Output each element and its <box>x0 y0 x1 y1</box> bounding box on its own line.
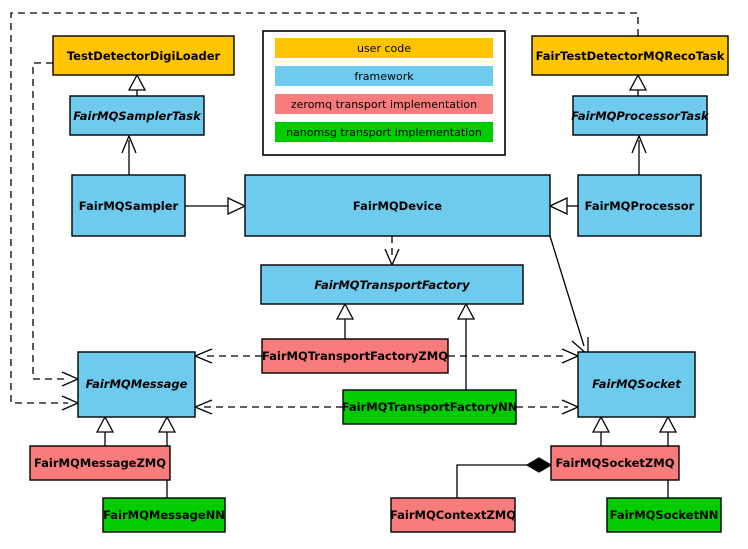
node-label: FairMQSampler <box>79 199 179 213</box>
edge-messagezmq-to-message <box>95 415 115 446</box>
edge-device-to-socket <box>549 235 589 357</box>
edge-processor-to-device <box>548 196 578 216</box>
node-label: FairMQSamplerTask <box>73 109 202 123</box>
legend-swatch-framework <box>275 66 493 86</box>
node-fairmqtransportfactoryzmq[interactable]: FairMQTransportFactoryZMQ <box>261 338 449 374</box>
edge-processor-to-processortask <box>631 134 647 175</box>
node-box[interactable] <box>342 389 517 425</box>
node-label: FairTestDetectorMQRecoTask <box>536 49 725 63</box>
node-box[interactable] <box>77 351 196 418</box>
node-box[interactable] <box>102 497 226 533</box>
node-fairmqdevice[interactable]: FairMQDevice <box>244 174 551 237</box>
edge-factoryzmq-to-factory <box>335 302 355 339</box>
node-label: FairMQSocketNN <box>610 508 719 522</box>
node-label: FairMQContextZMQ <box>390 508 516 522</box>
node-fairmqmessage[interactable]: FairMQMessage <box>77 351 196 418</box>
edge-socketzmq-owns-contextzmq <box>456 457 553 498</box>
node-fairmqsamplertask[interactable]: FairMQSamplerTask <box>69 95 205 136</box>
node-box[interactable] <box>52 35 235 76</box>
node-box[interactable] <box>577 351 696 418</box>
node-label: FairMQSocket <box>592 377 681 391</box>
node-fairmqtransportfactorynn[interactable]: FairMQTransportFactoryNN <box>342 389 518 425</box>
node-fairmqprocessortask[interactable]: FairMQProcessorTask <box>571 95 710 136</box>
legend-label: framework <box>354 70 414 83</box>
node-box[interactable] <box>71 174 186 237</box>
legend-item-nanomsg: nanomsg transport implementation <box>275 122 493 142</box>
node-fairtestdetectormqrecotask[interactable]: FairTestDetectorMQRecoTask <box>531 35 729 76</box>
node-label: FairMQMessage <box>86 377 188 391</box>
node-fairmqsocket[interactable]: FairMQSocket <box>577 351 696 418</box>
legend-label: user code <box>357 42 411 55</box>
node-box[interactable] <box>260 264 524 305</box>
node-box[interactable] <box>390 497 516 533</box>
node-fairmqprocessor[interactable]: FairMQProcessor <box>577 174 702 237</box>
node-fairmqmessagenn[interactable]: FairMQMessageNN <box>102 497 226 533</box>
edge-device-to-transportfactory <box>384 236 400 267</box>
legend-item-framework: framework <box>275 66 493 86</box>
legend-label: nanomsg transport implementation <box>286 126 482 139</box>
legend: user code framework zeromq transport imp… <box>262 30 506 156</box>
node-fairmqtransportfactory[interactable]: FairMQTransportFactory <box>260 264 524 305</box>
node-fairmqsocketnn[interactable]: FairMQSocketNN <box>606 497 722 533</box>
node-label: FairMQSocketZMQ <box>556 456 675 470</box>
edge-factorynn-to-socket <box>516 399 580 415</box>
edge-layer <box>10 12 678 498</box>
node-label: FairMQMessageNN <box>103 508 225 522</box>
edge-sampler-to-device <box>185 196 247 216</box>
node-label: FairMQProcessor <box>585 199 695 213</box>
node-box[interactable] <box>550 445 680 481</box>
legend-item-user-code: user code <box>275 38 493 58</box>
node-label: TestDetectorDigiLoader <box>67 49 221 63</box>
node-box[interactable] <box>261 338 449 374</box>
node-layer: TestDetectorDigiLoader FairTestDetectorM… <box>29 35 729 533</box>
node-label: FairMQTransportFactory <box>314 278 470 292</box>
legend-swatch-user-code <box>275 38 493 58</box>
node-label: FairMQTransportFactoryZMQ <box>262 349 448 363</box>
node-box[interactable] <box>531 35 729 76</box>
legend-label: zeromq transport implementation <box>291 98 477 111</box>
node-box[interactable] <box>572 95 708 136</box>
node-box[interactable] <box>244 174 551 237</box>
edge-factorynn-to-factory <box>456 302 476 390</box>
node-testdetectordigiloader[interactable]: TestDetectorDigiLoader <box>52 35 235 76</box>
edge-factoryzmq-to-socket <box>448 348 580 364</box>
legend-swatch-nanomsg <box>275 122 493 142</box>
node-box[interactable] <box>577 174 702 237</box>
node-fairmqcontextzmq[interactable]: FairMQContextZMQ <box>390 497 516 533</box>
node-label: FairMQDevice <box>353 199 442 213</box>
edge-samplertask-to-digiloader <box>127 73 147 96</box>
legend-item-zeromq: zeromq transport implementation <box>275 94 493 114</box>
edge-processortask-to-recotask <box>628 73 648 96</box>
node-label: FairMQTransportFactoryNN <box>342 400 518 414</box>
edge-factoryzmq-to-message <box>193 348 262 364</box>
node-label: FairMQMessageZMQ <box>34 456 166 470</box>
node-fairmqmessagezmq[interactable]: FairMQMessageZMQ <box>29 445 171 481</box>
node-label: FairMQProcessorTask <box>571 109 710 123</box>
edge-factorynn-to-message <box>193 399 343 415</box>
node-box[interactable] <box>29 445 171 481</box>
edge-socketzmq-to-socket <box>591 415 611 446</box>
node-fairmqsocketzmq[interactable]: FairMQSocketZMQ <box>550 445 680 481</box>
node-fairmqsampler[interactable]: FairMQSampler <box>71 174 186 237</box>
node-box[interactable] <box>606 497 722 533</box>
node-box[interactable] <box>69 95 205 136</box>
edge-sampler-to-samplertask <box>121 134 137 175</box>
legend-swatch-zeromq <box>275 94 493 114</box>
